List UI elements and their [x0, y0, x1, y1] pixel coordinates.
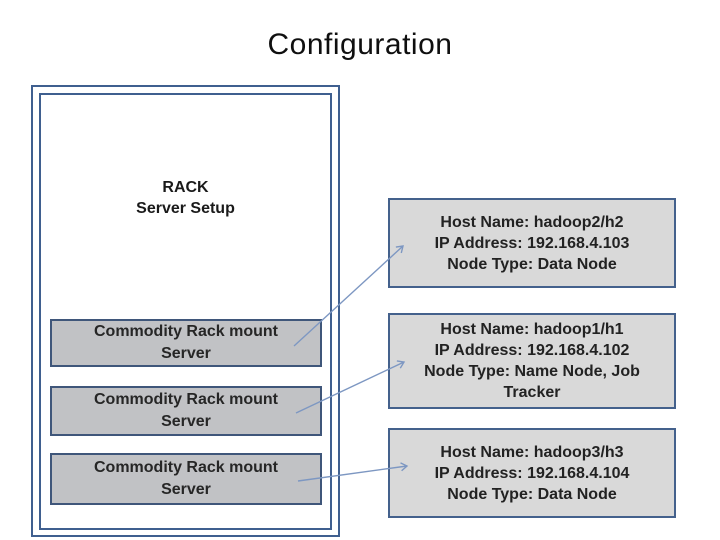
rack-label-line: Server Setup — [136, 200, 235, 217]
server-box-3: Commodity Rack mount Server — [50, 453, 322, 505]
server-label-line: Server — [161, 413, 211, 430]
node-text-line: Node Type: Data Node — [447, 255, 617, 273]
node-text-line: Tracker — [503, 384, 561, 401]
rack-label: RACK Server Setup — [39, 177, 332, 219]
node-text-line: IP Address: 192.168.4.104 — [434, 464, 630, 482]
node-box-hadoop1: Host Name: hadoop1/h1 IP Address: 192.16… — [388, 313, 676, 409]
server-label-line: Commodity Rack mount — [93, 391, 278, 408]
server-label-line: Commodity Rack mount — [93, 323, 278, 340]
node-text-line: Host Name: hadoop1/h1 — [440, 321, 624, 338]
rack-label-line: RACK — [162, 179, 209, 196]
server-box-1: Commodity Rack mount Server — [50, 319, 322, 367]
node-text-line: IP Address: 192.168.4.102 — [434, 342, 630, 359]
node-text-line: Host Name: hadoop2/h2 — [440, 213, 624, 231]
node-text-line: Node Type: Data Node — [447, 485, 617, 503]
node-text-line: Node Type: Name Node, Job — [424, 363, 640, 380]
server-box-2: Commodity Rack mount Server — [50, 386, 322, 436]
server-label-line: Commodity Rack mount — [93, 459, 278, 476]
node-text-line: Host Name: hadoop3/h3 — [440, 443, 624, 461]
node-box-hadoop3: Host Name: hadoop3/h3 IP Address: 192.16… — [388, 428, 676, 518]
server-label-line: Server — [161, 481, 211, 498]
node-text-line: IP Address: 192.168.4.103 — [434, 234, 630, 252]
server-label-line: Server — [161, 345, 211, 362]
page-title: Configuration — [267, 28, 453, 61]
node-box-hadoop2: Host Name: hadoop2/h2 IP Address: 192.16… — [388, 198, 676, 288]
